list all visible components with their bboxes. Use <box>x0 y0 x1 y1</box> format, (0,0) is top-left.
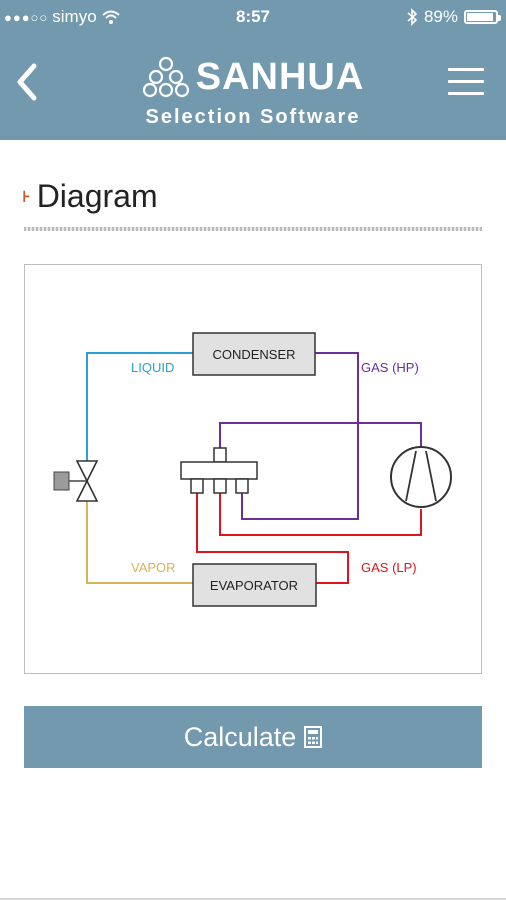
evaporator-box <box>192 563 317 607</box>
reversing-valve-top <box>213 447 227 463</box>
condenser-label: CONDENSER <box>212 347 295 362</box>
gas-hp-label: GAS (HP) <box>361 360 419 375</box>
wifi-icon <box>102 10 120 24</box>
condenser-box <box>192 332 316 376</box>
calculator-icon <box>304 726 323 748</box>
back-button[interactable] <box>10 60 44 104</box>
vapor-label: VAPOR <box>131 560 176 575</box>
signal-icon: ●●●○○ <box>4 9 49 25</box>
status-bar: ●●●○○ simyo 8:57 89% <box>0 6 506 30</box>
brand-subtitle: Selection Software <box>145 106 361 128</box>
carrier-name: simyo <box>52 7 97 26</box>
evaporator-label: EVAPORATOR <box>210 578 298 593</box>
battery-percent: 89% <box>423 7 458 26</box>
section-divider <box>24 227 482 231</box>
gas-lp-line <box>196 487 349 584</box>
diagram-canvas: CONDENSER EVAPORATOR LIQUID GAS (HP) VAP… <box>53 332 452 607</box>
carrier-info: ●●●○○ simyo <box>4 7 121 27</box>
section-title: Diagram <box>36 178 158 214</box>
sanhua-flower-logo-icon <box>142 56 189 98</box>
status-right: 89% <box>406 7 501 27</box>
hamburger-menu-button[interactable] <box>448 68 484 96</box>
expansion-valve-icon <box>75 460 99 483</box>
reversing-valve-body <box>180 461 258 480</box>
vapor-line <box>86 489 193 584</box>
app-logo: SANHUA Selection Software <box>0 55 506 129</box>
valve-actuator <box>53 471 70 491</box>
refrigeration-diagram: CONDENSER EVAPORATOR LIQUID GAS (HP) VAP… <box>24 264 482 674</box>
bluetooth-icon <box>407 8 418 26</box>
status-time: 8:57 <box>235 7 271 26</box>
calculate-button[interactable]: Calculate <box>24 706 482 768</box>
back-arrow-icon <box>17 63 37 101</box>
battery-icon <box>464 10 501 24</box>
liquid-line <box>86 352 193 461</box>
compressor-icon <box>390 446 452 508</box>
hamburger-menu-icon <box>448 68 484 71</box>
gas-hp-line <box>241 352 359 520</box>
calculate-label: Calculate <box>183 721 297 752</box>
gas-lp-label: GAS (LP) <box>361 560 417 575</box>
liquid-label: LIQUID <box>131 360 174 375</box>
gas-lp-line-2 <box>219 487 422 536</box>
section-header: ⊦ Diagram <box>22 178 158 215</box>
app-header: ●●●○○ simyo 8:57 89% <box>0 0 506 140</box>
brand-name: SANHUA <box>195 55 365 98</box>
bottom-divider <box>0 898 506 900</box>
section-marker-icon: ⊦ <box>22 188 31 206</box>
gas-hp-line-2 <box>219 422 422 451</box>
